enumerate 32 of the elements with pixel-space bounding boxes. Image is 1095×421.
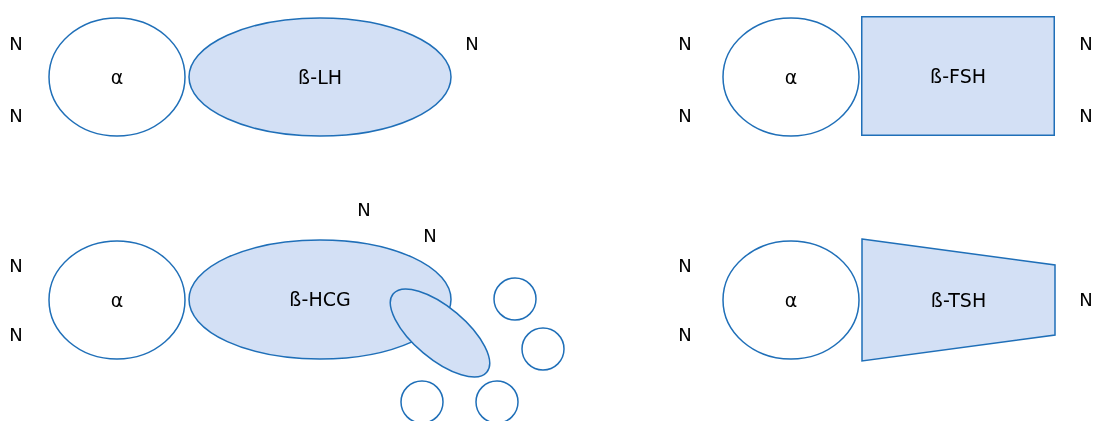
- subunit-ellipse: [722, 240, 860, 360]
- subunit-label: α: [110, 290, 124, 310]
- subunit-label: ß-LH: [297, 67, 343, 87]
- subunit-label: α: [784, 67, 798, 87]
- terminal-label: N: [465, 35, 479, 53]
- subunit-label: ß-FSH: [929, 66, 987, 86]
- subunit-ellipse: [188, 17, 452, 137]
- terminal-label: N: [423, 227, 437, 245]
- terminal-label: N: [678, 35, 692, 53]
- terminal-label: N: [357, 201, 371, 219]
- subunit-label: ß-TSH: [930, 290, 987, 310]
- terminal-label: N: [678, 326, 692, 344]
- terminal-label: N: [9, 107, 23, 125]
- tilted-ellipse: [389, 288, 491, 378]
- terminal-label: N: [678, 257, 692, 275]
- subunit-rectangle: [861, 16, 1055, 136]
- terminal-label: N: [678, 107, 692, 125]
- terminal-label: N: [1079, 35, 1093, 53]
- terminal-label: N: [1079, 291, 1093, 309]
- small-circle: [521, 327, 565, 371]
- terminal-label: N: [9, 257, 23, 275]
- subunit-label: α: [110, 67, 124, 87]
- subunit-ellipse: [48, 240, 186, 360]
- terminal-label: N: [9, 326, 23, 344]
- subunit-label: α: [784, 290, 798, 310]
- terminal-label: N: [9, 35, 23, 53]
- subunit-trapezoid: [861, 238, 1056, 362]
- terminal-label: N: [1079, 107, 1093, 125]
- subunit-label: ß-HCG: [289, 290, 351, 309]
- small-circle: [493, 277, 537, 321]
- subunit-ellipse: [48, 17, 186, 137]
- subunit-ellipse: [722, 17, 860, 137]
